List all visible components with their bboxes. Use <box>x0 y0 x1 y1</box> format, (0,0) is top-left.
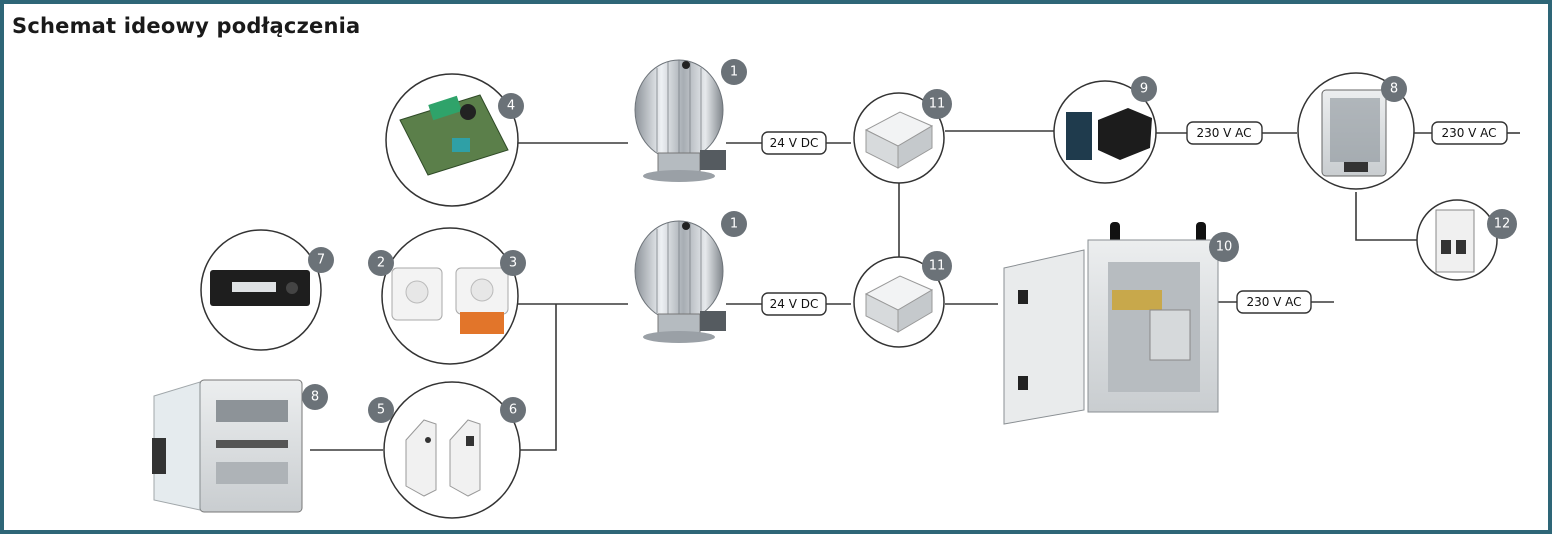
turbine-mid <box>634 220 726 343</box>
svg-text:1: 1 <box>730 65 738 80</box>
diagram-title: Schemat ideowy podłączenia <box>12 14 361 38</box>
badge-turbine-top: 1 <box>721 59 747 85</box>
svg-text:10: 10 <box>1216 240 1233 255</box>
junction-box-mid <box>853 256 945 348</box>
badge-turbine-mid: 1 <box>721 211 747 237</box>
svg-text:6: 6 <box>509 403 517 418</box>
badge-controller-board: 4 <box>498 93 524 119</box>
circuit-breaker <box>1416 199 1498 281</box>
badge-din-b: 6 <box>500 397 526 423</box>
svg-text:11: 11 <box>929 97 946 112</box>
badge-distribution-large: 8 <box>302 384 328 410</box>
label-ac-cabinet: 230 V AC <box>1236 290 1312 314</box>
badge-power-supply: 9 <box>1131 76 1157 102</box>
svg-text:12: 12 <box>1494 217 1511 232</box>
turbine-top <box>634 59 726 182</box>
badge-distribution-small: 8 <box>1381 76 1407 102</box>
remote-panel <box>200 229 322 351</box>
label-dc-top: 24 V DC <box>761 131 827 155</box>
svg-text:230 V AC: 230 V AC <box>1196 126 1251 140</box>
badge-din-a: 5 <box>368 397 394 423</box>
distribution-box-small <box>1297 72 1415 190</box>
svg-text:1: 1 <box>730 217 738 232</box>
svg-text:24 V DC: 24 V DC <box>770 297 819 311</box>
svg-text:7: 7 <box>317 253 325 268</box>
svg-text:5: 5 <box>377 403 385 418</box>
label-ac-out-top: 230 V AC <box>1431 121 1508 145</box>
badge-cabinet: 10 <box>1209 232 1239 262</box>
wire-bus-vertical <box>520 304 557 451</box>
junction-box-top <box>853 92 945 184</box>
svg-text:24 V DC: 24 V DC <box>770 136 819 150</box>
svg-text:11: 11 <box>929 259 946 274</box>
svg-text:9: 9 <box>1140 82 1148 97</box>
badge-circuit-breaker: 12 <box>1487 209 1517 239</box>
wire-box8-to-breaker <box>1355 192 1417 241</box>
svg-text:2: 2 <box>377 256 385 271</box>
label-ac-psu: 230 V AC <box>1186 121 1263 145</box>
label-dc-mid: 24 V DC <box>761 292 827 316</box>
din-modules <box>383 381 521 519</box>
badge-junction-mid: 11 <box>922 251 952 281</box>
badge-dimmer-white: 2 <box>368 250 394 276</box>
badge-dimmer-orange: 3 <box>500 250 526 276</box>
svg-text:230 V AC: 230 V AC <box>1246 295 1301 309</box>
distribution-box-large <box>152 379 303 513</box>
svg-text:3: 3 <box>509 256 517 271</box>
connection-lines <box>310 130 1520 451</box>
power-supply <box>1053 80 1157 184</box>
svg-text:8: 8 <box>1390 82 1398 97</box>
controller-board <box>385 73 519 207</box>
electrical-cabinet <box>1003 222 1219 425</box>
svg-text:8: 8 <box>311 390 319 405</box>
svg-text:230 V AC: 230 V AC <box>1441 126 1496 140</box>
badge-junction-top: 11 <box>922 89 952 119</box>
badge-remote-panel: 7 <box>308 247 334 273</box>
svg-text:4: 4 <box>507 99 515 114</box>
dimmer-pair <box>381 227 519 365</box>
